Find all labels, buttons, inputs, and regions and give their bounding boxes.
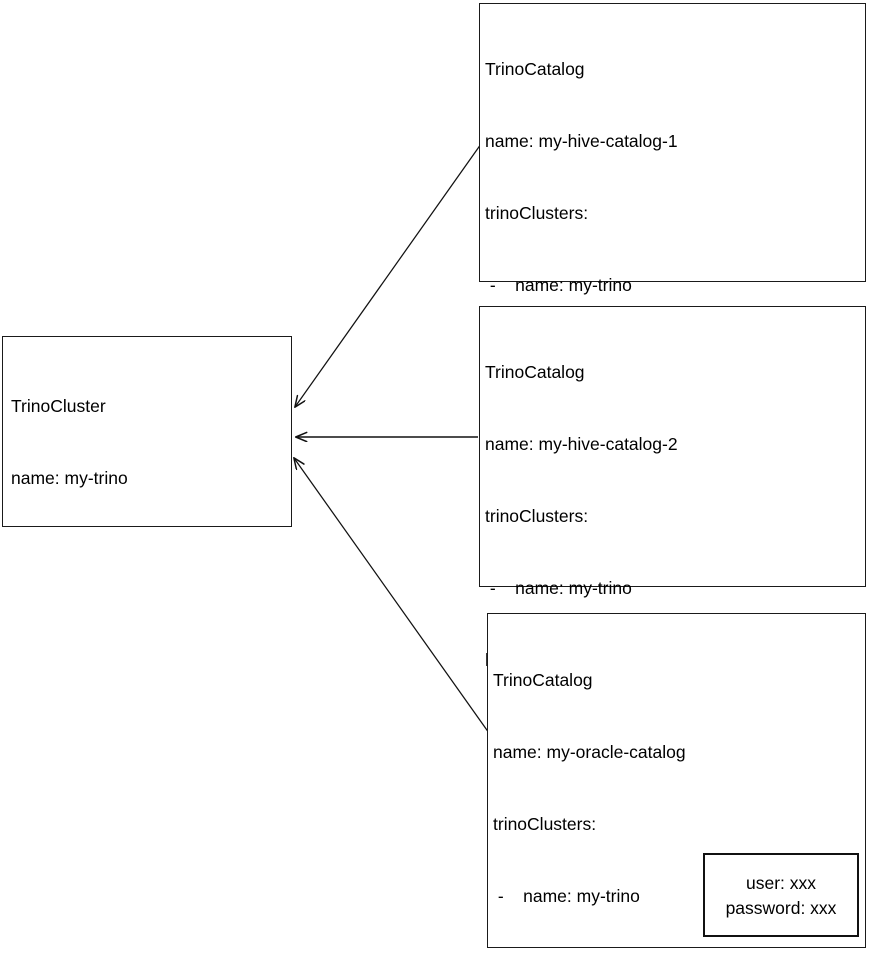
- catalog-2-name: name: my-hive-catalog-2: [485, 434, 678, 454]
- catalog-oracle-spec: TrinoCatalog name: my-oracle-catalog tri…: [493, 620, 794, 954]
- trino-cluster-kind: TrinoCluster: [11, 396, 106, 416]
- catalog-1-name: name: my-hive-catalog-1: [485, 131, 678, 151]
- catalog-1-cluster-item: - name: my-trino: [485, 275, 632, 295]
- catalog-2-clusters-key: trinoClusters:: [485, 506, 589, 526]
- catalog-3-clusters-key: trinoClusters:: [493, 814, 597, 834]
- catalog-2-cluster-item: - name: my-trino: [485, 578, 632, 598]
- catalog-2-kind: TrinoCatalog: [485, 362, 585, 382]
- catalog-3-name: name: my-oracle-catalog: [493, 742, 686, 762]
- node-credentials-secret[interactable]: user: xxx password: xxx: [703, 853, 859, 937]
- catalog-3-kind: TrinoCatalog: [493, 670, 593, 690]
- node-trino-catalog-hive-2[interactable]: TrinoCatalog name: my-hive-catalog-2 tri…: [479, 306, 866, 886]
- secret-password: password: xxx: [725, 898, 837, 918]
- node-trino-catalog-hive-1[interactable]: TrinoCatalog name: my-hive-catalog-1 tri…: [479, 3, 866, 655]
- catalog-1-kind: TrinoCatalog: [485, 59, 585, 79]
- catalog-1-clusters-key: trinoClusters:: [485, 203, 589, 223]
- edge-catalog-oracle-to-cluster: [294, 458, 490, 734]
- catalog-3-cluster-item: - name: my-trino: [493, 886, 640, 906]
- secret-user: user: xxx: [745, 873, 817, 893]
- trino-cluster-name: name: my-trino: [11, 468, 128, 488]
- node-trino-cluster[interactable]: TrinoCluster name: my-trino: [2, 336, 292, 527]
- edge-catalog-1-to-cluster: [295, 143, 482, 407]
- node-trino-catalog-oracle[interactable]: TrinoCatalog name: my-oracle-catalog tri…: [487, 613, 866, 948]
- trino-cluster-spec: TrinoCluster name: my-trino: [11, 346, 128, 538]
